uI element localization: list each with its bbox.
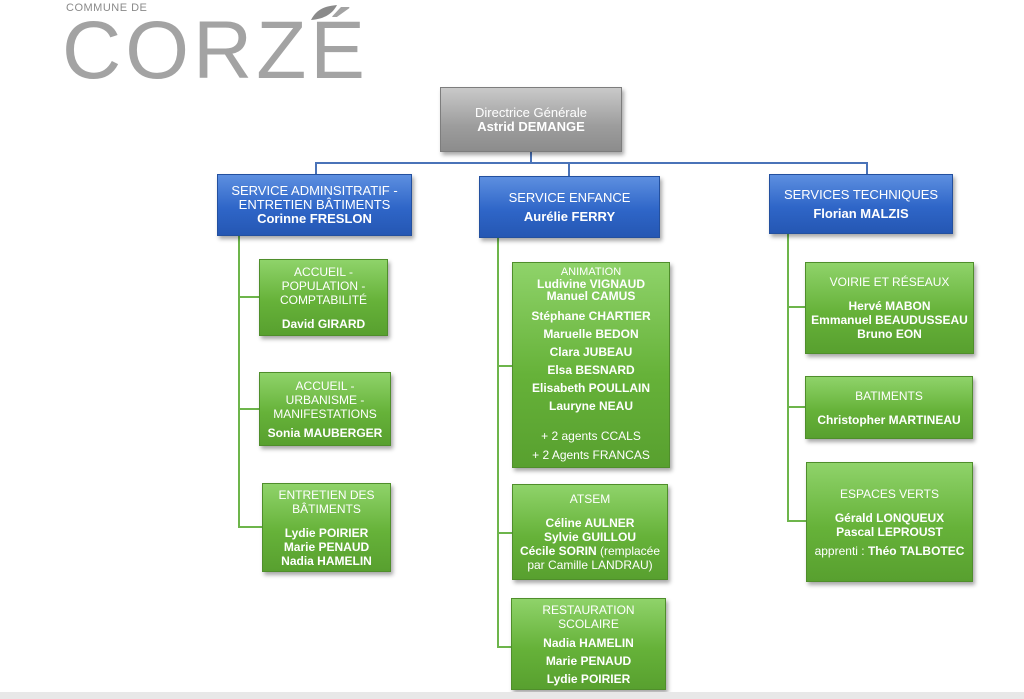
unit-member: Sonia MAUBERGER	[267, 425, 383, 440]
unit-member: Christopher MARTINEAU	[817, 412, 961, 427]
unit-member: David GIRARD	[281, 316, 366, 331]
unit-member: Marie PENAUD	[283, 539, 370, 554]
unit-member-with-note: Cécile SORIN (remplacée par Camille LAND…	[514, 544, 666, 572]
unit-member: Lauryne NEAU	[548, 399, 634, 413]
unit-member: Céline AULNER	[545, 516, 635, 530]
connector-admin-vertical	[238, 236, 240, 528]
unit-member-name: Cécile SORIN	[519, 544, 597, 558]
bottom-bar	[0, 692, 1024, 699]
unit-accueil-urbanisme-title: ACCUEIL - URBANISME - MANIFESTATIONS	[273, 378, 377, 421]
connector-services-horizontal	[315, 162, 868, 164]
connector-tech-vertical	[787, 234, 789, 522]
unit-member: Lydie POIRIER	[546, 671, 631, 686]
unit-member: Gérald LONQUEUX	[834, 510, 945, 525]
director-name: Astrid DEMANGE	[477, 118, 585, 134]
director-box: Directrice Générale Astrid DEMANGE	[440, 87, 622, 152]
connector-tech-unit-2	[787, 406, 805, 408]
unit-member: Ludivine VIGNAUD	[536, 277, 645, 291]
unit-voirie-title: VOIRIE ET RÉSEAUX	[829, 275, 950, 289]
service-tech-title: SERVICES TECHNIQUES	[783, 186, 939, 202]
service-tech-box: SERVICES TECHNIQUES Florian MALZIS	[769, 174, 953, 234]
service-enfance-head: Aurélie FERRY	[523, 208, 616, 224]
service-enfance-title: SERVICE ENFANCE	[508, 189, 631, 205]
unit-animation-extra: + 2 Agents FRANCAS	[532, 448, 650, 462]
connector-enfance-drop	[568, 162, 570, 176]
connector-tech-unit-1	[787, 306, 805, 308]
service-tech-head: Florian MALZIS	[813, 205, 909, 221]
unit-atsem-title: ATSEM	[569, 492, 611, 506]
connector-admin-unit-3	[238, 526, 263, 528]
connector-enfance-unit-3	[497, 646, 511, 648]
connector-enfance-unit-1	[497, 365, 512, 367]
unit-accueil-population-title: ACCUEIL - POPULATION - COMPTABILITÉ	[279, 264, 368, 307]
unit-member-note: (remplacée par Camille LANDRAU)	[527, 544, 661, 572]
unit-espaces-verts-title: ESPACES VERTS	[840, 486, 939, 501]
logo-corze: CORZÉ	[62, 5, 369, 96]
connector-admin-unit-2	[238, 408, 260, 410]
service-admin-head: Corinne FRESLON	[257, 211, 372, 226]
unit-voirie-box: VOIRIE ET RÉSEAUX Hervé MABON Emmanuel B…	[805, 262, 974, 354]
connector-director-down	[530, 152, 532, 164]
leaf-icon	[311, 5, 337, 20]
unit-espaces-verts-box: ESPACES VERTS Gérald LONQUEUX Pascal LEP…	[806, 462, 973, 582]
service-admin-title: SERVICE ADMINSITRATIF - ENTRETIEN BÂTIME…	[231, 183, 398, 212]
unit-apprentice: apprenti : Théo TALBOTEC	[815, 544, 965, 558]
unit-member: Bruno EON	[857, 327, 922, 341]
apprentice-name: Théo TALBOTEC	[867, 543, 965, 558]
unit-batiments-box: BATIMENTS Christopher MARTINEAU	[805, 376, 973, 439]
unit-member: Manuel CAMUS	[546, 289, 636, 303]
unit-restauration-box: RESTAURATION SCOLAIRE Nadia HAMELIN Mari…	[511, 598, 666, 690]
unit-member: Hervé MABON	[848, 299, 931, 313]
apprentice-label: apprenti :	[814, 543, 865, 558]
service-enfance-box: SERVICE ENFANCE Aurélie FERRY	[479, 176, 660, 238]
unit-batiments-title: BATIMENTS	[855, 388, 923, 403]
unit-member: Maruelle BEDON	[543, 327, 639, 341]
logo-commune-label: COMMUNE DE	[66, 2, 148, 14]
director-title: Directrice Générale	[475, 104, 587, 120]
connector-tech-drop	[866, 162, 868, 174]
unit-entretien-box: ENTRETIEN DES BÂTIMENTS Lydie POIRIER Ma…	[262, 483, 391, 572]
unit-atsem-box: ATSEM Céline AULNER Sylvie GUILLOU Cécil…	[512, 484, 668, 580]
connector-admin-drop	[315, 162, 317, 174]
unit-animation-extra: + 2 agents CCALS	[541, 429, 641, 443]
connector-admin-unit-1	[238, 296, 260, 298]
unit-member: Elsa BESNARD	[547, 363, 635, 377]
unit-member: Clara JUBEAU	[549, 345, 633, 359]
service-admin-box: SERVICE ADMINSITRATIF - ENTRETIEN BÂTIME…	[217, 174, 412, 236]
unit-member: Marie PENAUD	[545, 653, 632, 668]
connector-enfance-unit-2	[497, 532, 512, 534]
unit-member: Pascal LEPROUST	[836, 524, 943, 539]
connector-tech-unit-3	[787, 520, 806, 522]
unit-restauration-title: RESTAURATION SCOLAIRE	[542, 602, 635, 631]
unit-entretien-title: ENTRETIEN DES BÂTIMENTS	[278, 487, 375, 516]
unit-animation-title: ANIMATION	[560, 266, 622, 278]
connector-enfance-vertical	[497, 238, 499, 648]
unit-member: Nadia HAMELIN	[543, 635, 634, 650]
unit-member: Elisabeth POULLAIN	[531, 381, 650, 395]
unit-member: Stéphane CHARTIER	[531, 309, 651, 323]
unit-animation-box: ANIMATION Ludivine VIGNAUD Manuel CAMUS …	[512, 262, 670, 468]
unit-member: Lydie POIRIER	[284, 525, 369, 540]
unit-member: Emmanuel BEAUDUSSEAU	[811, 313, 968, 327]
unit-member: Sylvie GUILLOU	[543, 530, 637, 544]
unit-accueil-population-box: ACCUEIL - POPULATION - COMPTABILITÉ Davi…	[259, 259, 388, 336]
unit-accueil-urbanisme-box: ACCUEIL - URBANISME - MANIFESTATIONS Son…	[259, 372, 391, 446]
unit-member: Nadia HAMELIN	[281, 553, 372, 568]
